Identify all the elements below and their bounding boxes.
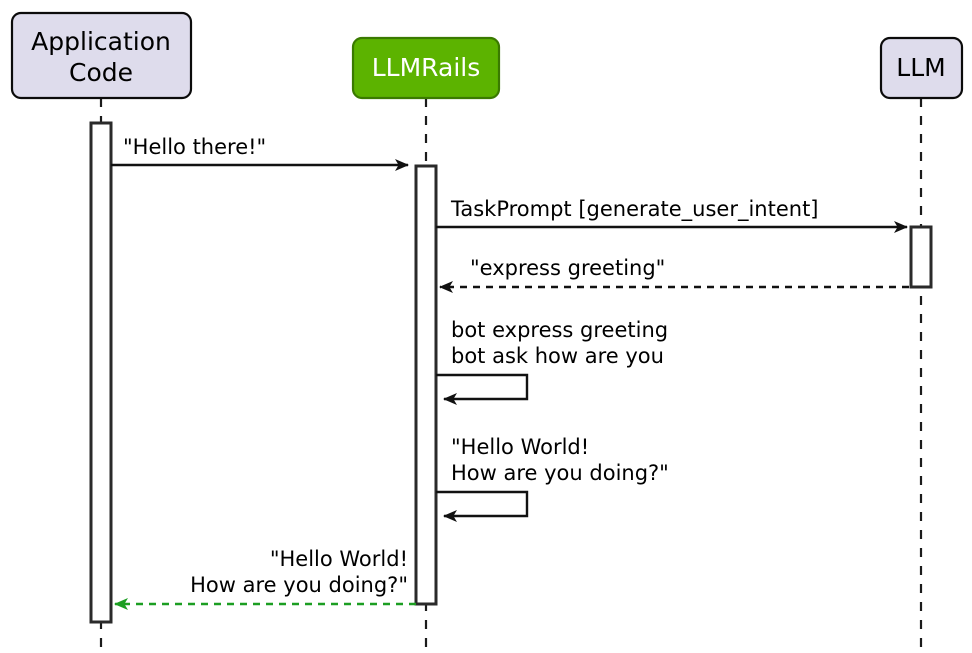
- participant-application-code-box: [10, 11, 193, 100]
- message-express-greeting[interactable]: "express greeting": [439, 256, 909, 293]
- message-self-bot-utterance-label-line1: "Hello World!: [451, 435, 589, 459]
- message-self-bot-utterance-label-line2: How are you doing?": [451, 461, 669, 485]
- participant-application-code-label-line1: Application: [31, 27, 171, 56]
- participant-llm[interactable]: LLM: [879, 36, 964, 100]
- activation-bars-layer: [89, 121, 933, 624]
- message-taskprompt-label: TaskPrompt [generate_user_intent]: [450, 197, 819, 222]
- activation-bar-llmrails: [414, 164, 438, 606]
- lifelines-layer: [99, 98, 923, 649]
- participant-llm-box: [879, 36, 964, 100]
- message-hello-there[interactable]: "Hello there!": [111, 135, 409, 171]
- message-self-bot-intent-label-line1: bot express greeting: [451, 318, 668, 342]
- participant-llmrails-box: [351, 36, 501, 100]
- message-self-bot-utterance[interactable]: "Hello World! How are you doing?": [436, 435, 669, 522]
- message-self-bot-intent[interactable]: bot express greeting bot ask how are you: [436, 318, 668, 405]
- message-final-response-label-line2: How are you doing?": [190, 573, 408, 597]
- message-final-response[interactable]: "Hello World! How are you doing?": [114, 547, 416, 610]
- message-taskprompt[interactable]: TaskPrompt [generate_user_intent]: [436, 197, 908, 233]
- participant-llmrails-label: LLMRails: [372, 53, 480, 82]
- activation-bar-application-code: [89, 121, 113, 624]
- message-self-bot-utterance-loop: [436, 490, 529, 522]
- message-self-bot-intent-label-line2: bot ask how are you: [451, 344, 664, 368]
- message-express-greeting-label: "express greeting": [470, 256, 665, 280]
- participant-llmrails[interactable]: LLMRails: [351, 36, 501, 100]
- message-final-response-label-line1: "Hello World!: [270, 547, 408, 571]
- message-self-bot-intent-loop: [436, 373, 529, 405]
- participant-application-code[interactable]: Application Code: [10, 11, 193, 100]
- message-hello-there-label: "Hello there!": [123, 135, 266, 159]
- participant-application-code-label-line2: Code: [69, 58, 133, 87]
- activation-bar-llm: [909, 225, 933, 289]
- participant-llm-label: LLM: [896, 53, 945, 82]
